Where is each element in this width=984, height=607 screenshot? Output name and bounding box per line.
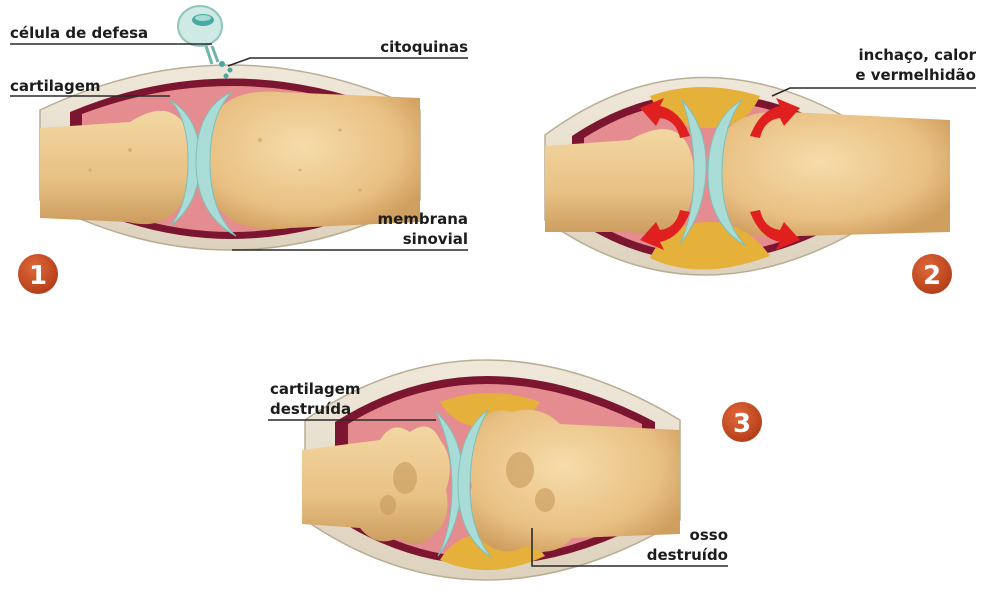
inflammation-leader [772, 88, 976, 96]
step-number-3: 3 [733, 409, 751, 439]
right-bone [715, 112, 950, 238]
label-inflammation-line2: e vermelhidão [855, 66, 976, 84]
step-badge-1: 1 [18, 254, 58, 294]
step-badge-2: 2 [912, 254, 952, 294]
right-bone [468, 410, 680, 552]
label-synovial-line1: membrana [378, 210, 469, 228]
right-bone [205, 92, 420, 230]
step-number-2: 2 [923, 261, 941, 291]
step-number-1: 1 [29, 261, 47, 291]
cytokines-leader [228, 58, 468, 66]
label-defense-cell: célula de defesa [10, 24, 148, 42]
panel-1-healthy-joint: célula de defesa citoquinas cartilagem m… [10, 6, 468, 294]
left-bone [40, 111, 194, 224]
label-destroyed-bone-line1: osso [690, 526, 728, 544]
panel-3-destroyed-joint: cartilagem destruída osso destruído 3 [268, 360, 762, 580]
label-cartilage: cartilagem [10, 77, 101, 95]
label-cytokines: citoquinas [380, 38, 468, 56]
label-inflammation-line1: inchaço, calor [859, 46, 977, 64]
label-destroyed-cartilage-line2: destruída [270, 400, 351, 418]
label-destroyed-cartilage-line1: cartilagem [270, 380, 361, 398]
step-badge-3: 3 [722, 402, 762, 442]
panel-2-inflamed-joint: inchaço, calor e vermelhidão 2 [545, 46, 977, 294]
label-synovial-line2: sinovial [403, 230, 468, 248]
left-bone [545, 129, 695, 234]
defense-cell-icon [178, 6, 222, 64]
label-destroyed-bone-line2: destruído [647, 546, 728, 564]
